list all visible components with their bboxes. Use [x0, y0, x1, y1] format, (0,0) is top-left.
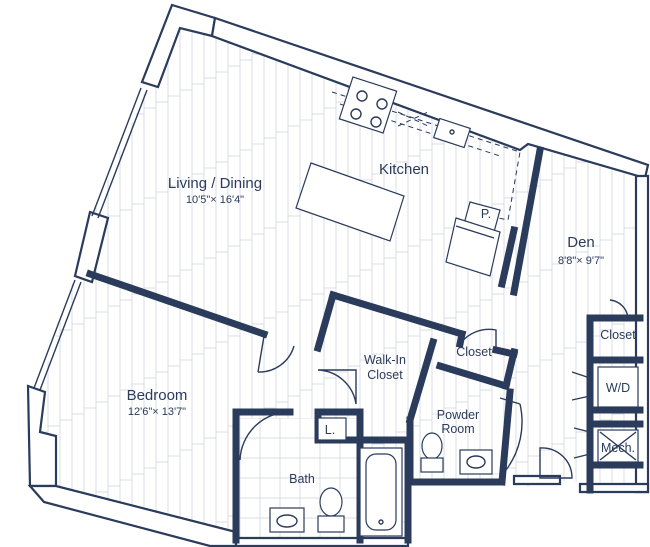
bedroom-dims: 12'6"× 13'7" — [128, 406, 186, 418]
left-window — [33, 87, 148, 391]
room-labels: Living / Dining 10'5"× 16'4" Kitchen Den… — [127, 161, 637, 486]
exterior-walls — [26, 3, 650, 547]
den-dims: 8'8"× 9'7" — [558, 255, 604, 267]
kitchen-name: Kitchen — [379, 161, 429, 178]
closet-den-name: Closet — [600, 328, 636, 342]
walkin-name-1: Walk-In — [364, 353, 406, 367]
kitchen-fixtures — [295, 76, 521, 277]
powder-name-1: Powder — [437, 408, 479, 422]
linen-label: L. — [325, 423, 335, 437]
powder-name-2: Room — [441, 422, 474, 436]
mech-label: Mech. — [601, 441, 635, 455]
walkin-name-2: Closet — [367, 368, 403, 382]
wd-label: W/D — [606, 381, 630, 395]
bath-name: Bath — [289, 472, 315, 486]
bedroom-name: Bedroom — [127, 387, 188, 404]
living-name: Living / Dining — [168, 175, 262, 192]
closet-mid-name: Closet — [456, 345, 492, 359]
living-dims: 10'5"× 16'4" — [186, 194, 244, 206]
pantry-label: P. — [481, 207, 491, 221]
doors — [239, 299, 629, 479]
den-name: Den — [567, 234, 595, 251]
bath-fixtures — [269, 366, 639, 537]
